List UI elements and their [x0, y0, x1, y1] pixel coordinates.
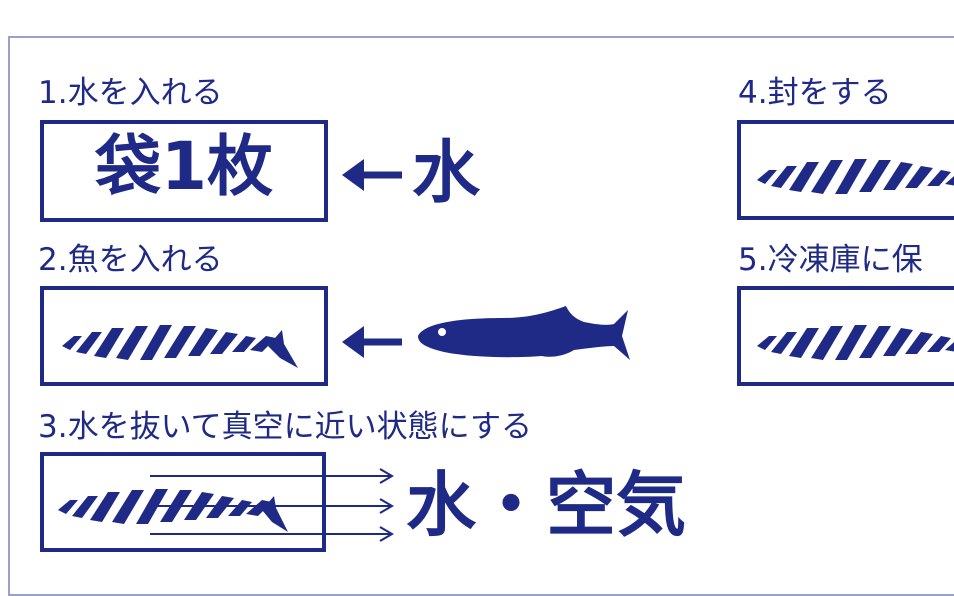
- striped-fish-icon: [757, 325, 954, 360]
- step-2-label: 2.魚を入れる: [38, 242, 223, 278]
- arrow-left-icon: [342, 159, 402, 191]
- freezer-bag-box: [737, 286, 954, 386]
- step-5-label: 5.冷凍庫に保: [738, 242, 923, 278]
- arrow-left-icon: [342, 326, 402, 358]
- step-1-label: 1.水を入れる: [38, 75, 223, 111]
- striped-fish-icon: [62, 325, 298, 368]
- step-3-label: 3.水を抜いて真空に近い状態にする: [38, 409, 532, 445]
- bag-box: 袋1枚: [40, 120, 328, 222]
- water-air-label: 水・空気: [406, 464, 686, 546]
- fish-icon: [418, 306, 630, 360]
- fish-bag-box: [40, 286, 328, 386]
- striped-fish-icon: [757, 159, 954, 194]
- step-4-label: 4.封をする: [738, 75, 892, 111]
- sealed-bag-box: [737, 120, 954, 220]
- extraction-arrows: [150, 468, 394, 542]
- bag-text: 袋1枚: [95, 128, 273, 205]
- water-label: 水: [412, 134, 481, 213]
